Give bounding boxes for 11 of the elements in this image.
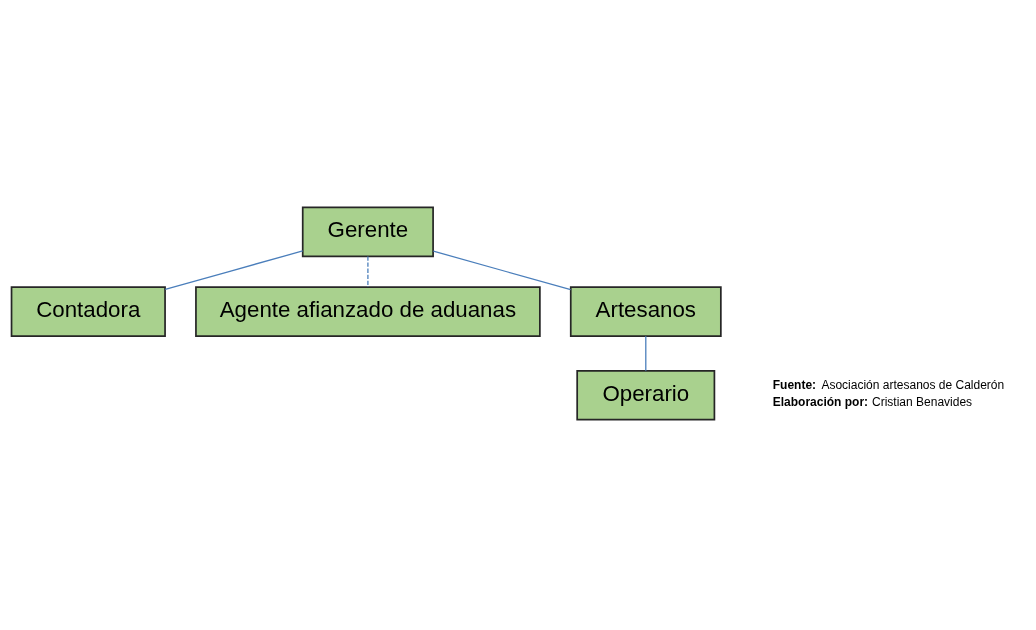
label: Fuente: Asociación artesanos de Calderón	[772, 377, 1005, 392]
node-box: Gerente	[301, 206, 434, 257]
node-box: Contadora	[10, 285, 166, 337]
node-box: Operario	[576, 369, 716, 421]
node-box: Artesanos	[569, 285, 722, 337]
label: Elaboración por: Cristian Benavides	[772, 394, 973, 409]
node-box: Agente afianzado de aduanas	[195, 285, 541, 337]
connector	[367, 255, 369, 288]
connector	[645, 335, 647, 371]
connector	[164, 249, 304, 290]
connector	[432, 250, 572, 290]
